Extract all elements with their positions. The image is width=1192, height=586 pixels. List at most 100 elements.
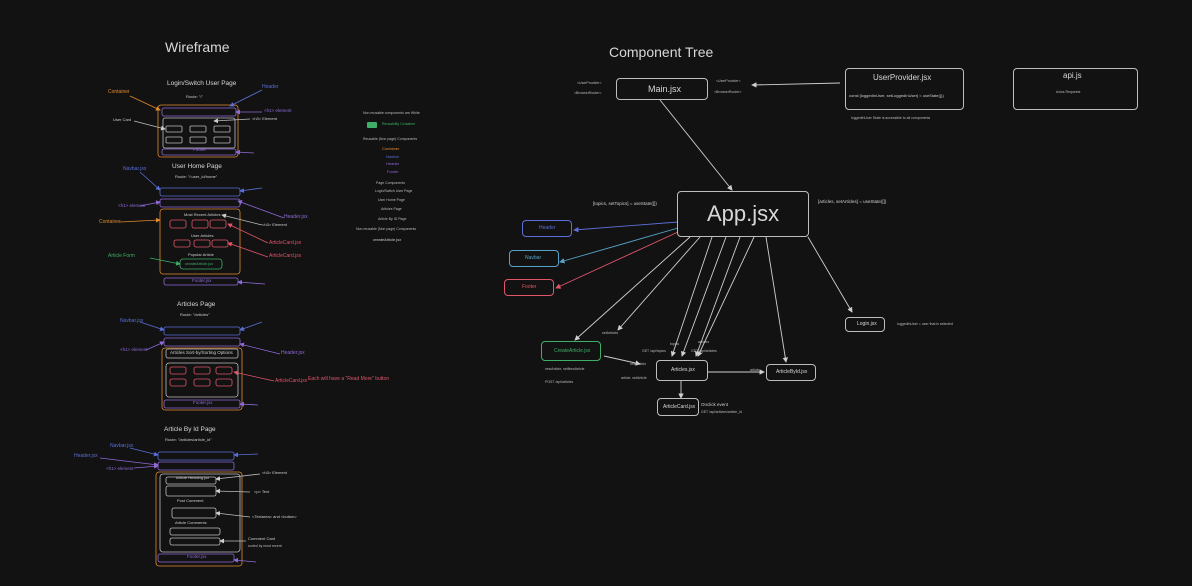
articles-state: [articles, setArticles] = useState([]) (818, 199, 887, 204)
article-card-node: ArticleCard.jsx (657, 398, 699, 416)
byid-navbar-label: Navbar.jsx (110, 443, 134, 449)
article-by-id-node: ArticleById.jsx (766, 364, 816, 381)
articles-prop-label: articles (698, 340, 710, 344)
get-articles-label: GET /api/articles (691, 349, 717, 353)
articles-articlecard-label: ArticleCard.jsx (275, 378, 308, 384)
reusability-swatch (367, 122, 377, 128)
main-userprovider-tag-2: <UserProvider> (716, 79, 741, 83)
login-h3-label: <h3> Element (252, 116, 277, 121)
home-container-label: Container (99, 219, 121, 225)
new-article-label: newArticle (630, 362, 647, 366)
legend-navbar: Navbar (386, 154, 399, 159)
byid-commentcard-label: Comment Card (248, 536, 276, 541)
articles-wireframe (139, 321, 281, 411)
login-container-label: Container (108, 89, 130, 95)
legend-nonreusable-white: Non reusable components are White (363, 111, 420, 115)
home-articleform-label: Article Form (108, 253, 135, 259)
tree-title: Component Tree (609, 44, 714, 60)
api-node-sub: Axios Requests (1056, 90, 1081, 94)
login-usercard-label: User Card (113, 117, 132, 122)
home-h3-label: <h3> Element (262, 222, 287, 227)
userprovider-node-label: UserProvider.jsx (873, 73, 932, 82)
home-articlecard-label-2: ArticleCard.jsx (269, 253, 302, 259)
home-wireframe (119, 171, 285, 286)
legend-articles-page: Articles Page (381, 207, 402, 211)
header-node: Header (522, 220, 572, 237)
legend-header: Header (386, 161, 400, 166)
app-node: App.jsx (677, 191, 809, 237)
byid-route: Route: "/articles/article_id" (165, 437, 212, 442)
home-popular-label: Popular Article (188, 252, 214, 257)
topics-label: topics (670, 342, 680, 346)
articles-route: Route: "/articles" (180, 312, 210, 317)
login-page-title: Login/Switch User Page (167, 80, 237, 87)
login-node: Login.jsx (845, 317, 885, 332)
navbar-node: Navbar (509, 250, 559, 267)
login-h1-label: <h1> element (264, 108, 292, 113)
byid-footer-label: Footer.jsx (187, 554, 207, 559)
tree-connectors (555, 82, 853, 399)
byid-p-label: <p> Text (254, 489, 270, 494)
create-setarticles: setArticles (602, 331, 619, 335)
articles-page-title: Articles Page (177, 301, 216, 308)
get-by-id-label: GET /api/articles/article_id (701, 410, 742, 414)
main-node: Main.jsx (616, 78, 708, 100)
home-page-title: User Home Page (172, 163, 222, 170)
legend-article-by-id: Article By ID Page (378, 217, 407, 221)
byid-comments-label: Article Comments (175, 520, 207, 525)
legend-login-page: Login/Switch User Page (375, 189, 413, 193)
article-by-id-node-label: ArticleById.jsx (776, 369, 808, 375)
create-article-node: CreateArticle.jsx (541, 341, 601, 361)
articles-sort-label: Articles Sort-by/Sorting Options (170, 350, 233, 355)
home-footer-label: Footer.jsx (192, 278, 212, 283)
legend-reusability: Reusability Container (382, 122, 416, 126)
home-navbar-label: Navbar.jsx (123, 166, 147, 172)
navbar-node-label: Navbar (525, 255, 542, 261)
login-wireframe (129, 89, 263, 158)
article-card-node-label: ArticleCard.jsx (663, 404, 696, 410)
userprovider-node: UserProvider.jsx const [loggedInUser, se… (845, 68, 964, 110)
article-prop-label: article (750, 368, 760, 372)
wireframe-title: Wireframe (165, 39, 230, 55)
legend-container: Container (382, 146, 400, 151)
api-node: api.js Axios Requests (1013, 68, 1138, 110)
legend-page-components: Page Components (376, 181, 405, 185)
home-create-label: createArticle.jsx (185, 261, 214, 266)
home-h1-label: <h1> element (118, 203, 146, 208)
userprovider-note: loggedInUser State is accessible to all … (851, 116, 931, 120)
legend-create-article: createArticle.jsx (373, 237, 402, 242)
legend-user-home: User Home Page (378, 198, 405, 202)
byid-h1-label: <h1> element (106, 466, 134, 471)
byid-wireframe (99, 447, 261, 567)
home-articlecard-label: ArticleCard.jsx (269, 240, 302, 246)
legend-nonreusable-nonpage: Non reusable (Non page) Components (356, 227, 417, 231)
header-node-label: Header (539, 225, 556, 231)
footer-node-label: Footer (522, 284, 537, 290)
byid-h3-label: <h3> Element (262, 470, 287, 475)
articles-node: Articles.jsx (656, 360, 708, 381)
footer-node: Footer (504, 279, 554, 296)
main-browserrouter-tag: <BrowserRouter> (574, 91, 602, 95)
topics-state: [topics, setTopics] = useState([]) (593, 201, 657, 206)
byid-header-label: Header.jsx (74, 453, 98, 459)
create-note-1: newArticle, setNewArticle (545, 367, 585, 371)
login-header-label: Header (262, 84, 279, 90)
create-article-node-label: CreateArticle.jsx (554, 348, 591, 354)
login-node-label: Login.jsx (857, 321, 877, 327)
login-footer-label: Footer (193, 147, 207, 152)
articles-footer-label: Footer.jsx (193, 400, 213, 405)
main-browserrouter-tag-2: <BrowserRouter> (714, 90, 742, 94)
app-node-label: App.jsx (707, 201, 780, 226)
legend-reusable: Reusable (Non page) Components (363, 137, 418, 141)
byid-textarea-label: <Textarea> and <button> (252, 514, 297, 519)
api-node-label: api.js (1063, 71, 1082, 80)
articles-node-label: Articles.jsx (671, 367, 695, 373)
legend-footer: Footer (387, 169, 399, 174)
articles-header-label: Header.jsx (281, 350, 305, 356)
articles-h1-label: <h1> element (120, 347, 148, 352)
get-topics-label: GET /api/topics (642, 349, 666, 353)
create-note-2: POST /api/articles (545, 380, 574, 384)
onclick-label: Onclick event (701, 402, 729, 407)
